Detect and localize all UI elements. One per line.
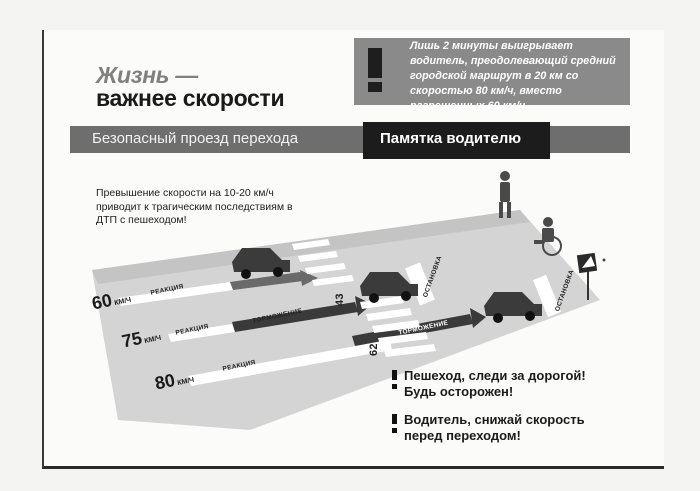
lane-75-reaction [168, 324, 235, 342]
wheelchair-icon [534, 217, 562, 256]
car-icon [360, 272, 418, 303]
crosswalk [292, 239, 436, 357]
lane-60-reaction [118, 282, 233, 306]
title-line-1: Жизнь — [96, 62, 198, 88]
band-right-box [363, 122, 550, 159]
exclamation-icon [392, 414, 397, 424]
band-left-label: Безопасный проезд перехода [92, 130, 299, 147]
exclamation-icon [392, 370, 397, 380]
lane-60-arrow [230, 272, 303, 290]
car-icon [232, 248, 290, 279]
exclamation-icon [368, 48, 382, 92]
band-right-label: Памятка водителю [380, 130, 522, 147]
driver-message: Водитель, снижай скорость перед переходо… [404, 412, 585, 443]
lane-75-braking [232, 302, 358, 332]
pedestrian-message: Пешеход, следи за дорогой! Будь остороже… [404, 368, 586, 399]
distance-43: 43 [334, 293, 346, 306]
distance-62: 62 [368, 343, 380, 356]
car-icon [484, 292, 542, 323]
warning-box [354, 38, 630, 105]
speeding-note: Превышение скорости на 10-20 км/ч привод… [96, 187, 293, 226]
warning-text: Лишь 2 минуты выигрывает водитель, преод… [410, 40, 616, 112]
pedestrian-icon [499, 171, 511, 218]
title-line-2: важнее скорости [96, 85, 285, 111]
lane-80-reaction [188, 356, 303, 386]
crossing-sign-icon [576, 252, 598, 300]
